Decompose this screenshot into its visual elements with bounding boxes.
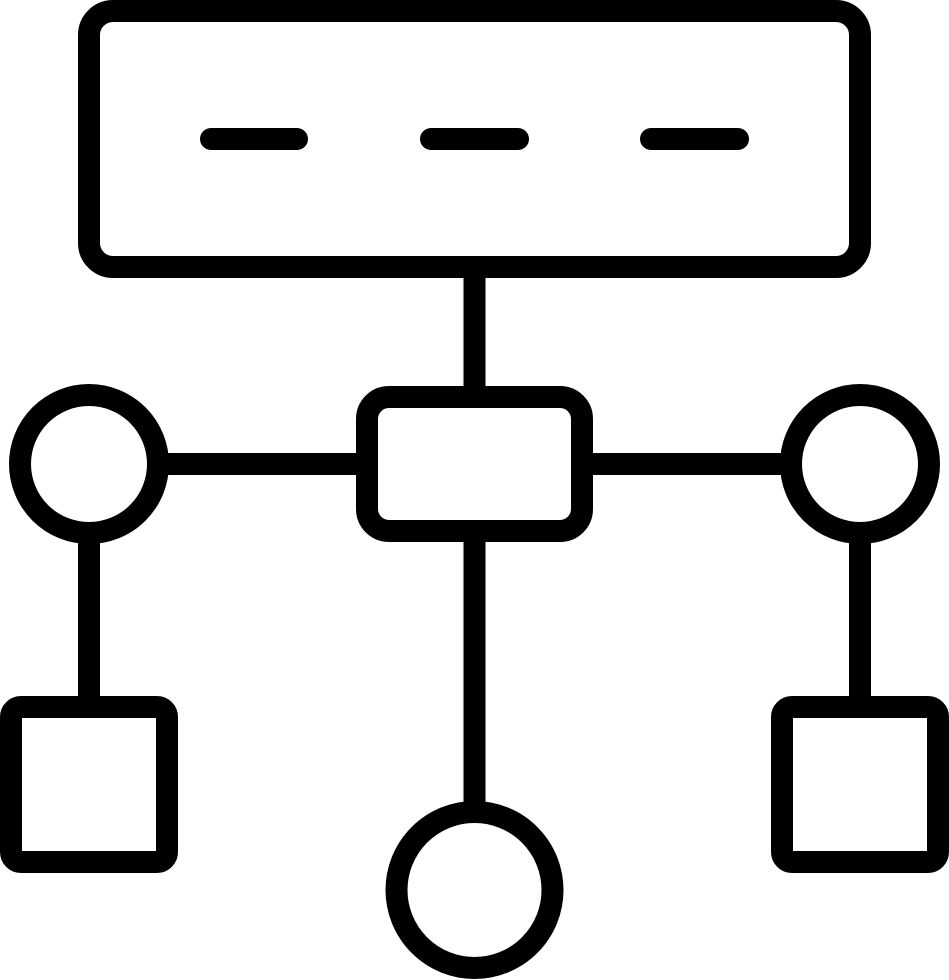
right-circle [780,384,940,544]
bottom-circle [385,801,564,979]
right-square [771,696,949,873]
left-circle [9,384,169,544]
header-box [78,0,871,278]
hub-box [356,386,593,542]
left-square [0,696,178,873]
